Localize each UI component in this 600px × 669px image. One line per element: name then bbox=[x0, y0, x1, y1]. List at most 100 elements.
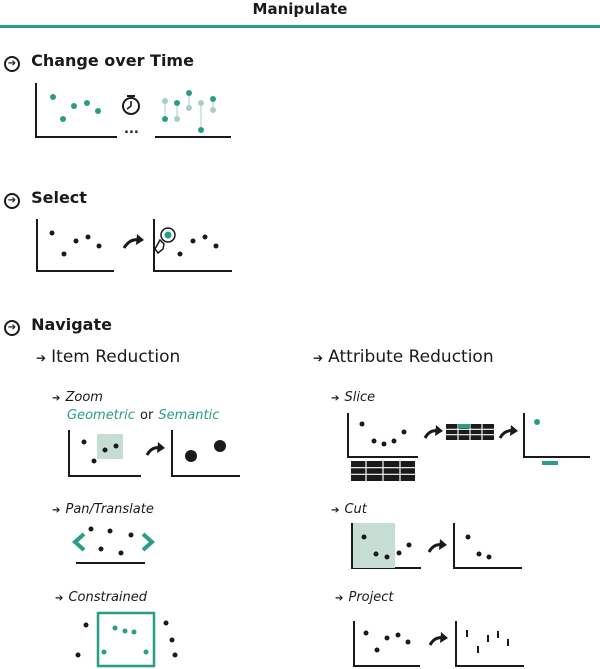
constrained-label: Constrained bbox=[68, 590, 148, 605]
change-over-time-heading: ➔ Change over Time bbox=[4, 51, 194, 72]
curved-arrow-icon bbox=[427, 539, 447, 553]
data-point bbox=[486, 554, 492, 560]
data-cube-slab bbox=[351, 461, 415, 481]
data-point bbox=[213, 243, 219, 249]
chart-axes bbox=[153, 219, 232, 272]
data-point bbox=[384, 635, 390, 641]
zoom-label: Zoom bbox=[65, 390, 103, 405]
small-arrow-right-icon: ➔ bbox=[331, 505, 340, 516]
data-point bbox=[162, 116, 168, 122]
pointer-hand-icon bbox=[154, 238, 165, 255]
data-point bbox=[172, 652, 178, 658]
data-point bbox=[384, 554, 390, 560]
select-heading: ➔ Select bbox=[4, 188, 87, 209]
data-point bbox=[198, 100, 204, 106]
change-over-time-title: Change over Time bbox=[31, 51, 194, 70]
data-point bbox=[198, 127, 204, 133]
item-reduction-title: Item Reduction bbox=[51, 347, 181, 367]
data-point bbox=[81, 439, 87, 445]
data-point bbox=[373, 551, 379, 557]
chart-axes bbox=[453, 523, 522, 569]
chevron-right-icon bbox=[141, 532, 156, 552]
data-point bbox=[476, 551, 482, 557]
data-point bbox=[75, 652, 81, 658]
projected-point bbox=[507, 639, 509, 646]
navigate-title: Navigate bbox=[31, 315, 112, 334]
data-point bbox=[174, 100, 180, 106]
projected-point bbox=[466, 630, 468, 637]
cut-label: Cut bbox=[344, 502, 367, 517]
data-point bbox=[95, 108, 101, 114]
cut-heading: ➔ Cut bbox=[331, 498, 367, 517]
data-point bbox=[395, 632, 401, 638]
slice-heading: ➔ Slice bbox=[331, 386, 375, 405]
chart-axes bbox=[171, 430, 240, 477]
data-point bbox=[98, 546, 104, 552]
cut-region bbox=[353, 523, 395, 568]
data-point bbox=[363, 630, 369, 636]
chart-axes bbox=[351, 523, 421, 569]
navigate-heading: ➔ Navigate bbox=[4, 315, 112, 336]
curved-arrow-icon bbox=[498, 425, 518, 439]
curved-arrow-icon bbox=[122, 234, 144, 249]
data-point bbox=[91, 458, 97, 464]
zoomed-point bbox=[185, 450, 197, 462]
chart-axes bbox=[35, 83, 117, 138]
projected-point bbox=[487, 635, 489, 642]
page-title: Manipulate bbox=[252, 0, 348, 18]
small-arrow-right-icon: ➔ bbox=[331, 393, 340, 404]
data-point bbox=[61, 251, 67, 257]
data-point bbox=[60, 116, 66, 122]
data-point bbox=[381, 441, 387, 447]
data-point bbox=[174, 116, 180, 122]
data-point bbox=[113, 443, 119, 449]
data-point bbox=[73, 238, 79, 244]
data-cube-slice bbox=[446, 424, 494, 440]
chart-axes bbox=[36, 219, 114, 272]
data-point bbox=[88, 526, 94, 532]
curved-arrow-icon bbox=[428, 632, 448, 646]
clock-icon bbox=[122, 95, 140, 115]
attribute-reduction-title: Attribute Reduction bbox=[328, 347, 494, 367]
pan-label: Pan/Translate bbox=[65, 502, 154, 517]
project-heading: ➔ Project bbox=[335, 586, 393, 605]
small-arrow-right-icon: ➔ bbox=[36, 351, 47, 365]
data-point bbox=[112, 625, 118, 631]
pan-heading: ➔ Pan/Translate bbox=[52, 498, 154, 517]
data-point bbox=[534, 419, 540, 425]
data-point bbox=[210, 107, 216, 113]
data-point bbox=[96, 243, 102, 249]
data-point bbox=[465, 534, 471, 540]
projected-point bbox=[477, 646, 479, 653]
data-point bbox=[406, 542, 412, 548]
data-point bbox=[391, 438, 397, 444]
projected-point bbox=[497, 631, 499, 638]
small-arrow-right-icon: ➔ bbox=[335, 593, 344, 604]
slice-marker bbox=[542, 461, 558, 465]
project-label: Project bbox=[348, 590, 394, 605]
chart-axes bbox=[523, 413, 590, 458]
motion-trail bbox=[164, 93, 214, 130]
chart-axes bbox=[353, 621, 420, 667]
small-arrow-right-icon: ➔ bbox=[52, 393, 61, 404]
circle-arrow-right-icon: ➔ bbox=[4, 193, 20, 209]
data-point bbox=[186, 105, 192, 111]
data-point bbox=[396, 550, 402, 556]
data-point bbox=[374, 647, 380, 653]
circle-arrow-right-icon: ➔ bbox=[4, 320, 20, 336]
data-point bbox=[405, 639, 411, 645]
selected-point bbox=[160, 227, 176, 243]
chart-axes bbox=[455, 621, 524, 667]
data-point bbox=[101, 649, 107, 655]
zoomed-point bbox=[214, 440, 226, 452]
data-point bbox=[186, 90, 192, 96]
data-point bbox=[71, 103, 77, 109]
data-point bbox=[118, 550, 124, 556]
slice-label: Slice bbox=[344, 390, 376, 405]
data-point bbox=[49, 230, 55, 236]
semantic-label: Semantic bbox=[158, 408, 220, 423]
data-point bbox=[361, 534, 367, 540]
small-arrow-right-icon: ➔ bbox=[313, 351, 324, 365]
data-point bbox=[190, 238, 196, 244]
data-point bbox=[359, 421, 365, 427]
